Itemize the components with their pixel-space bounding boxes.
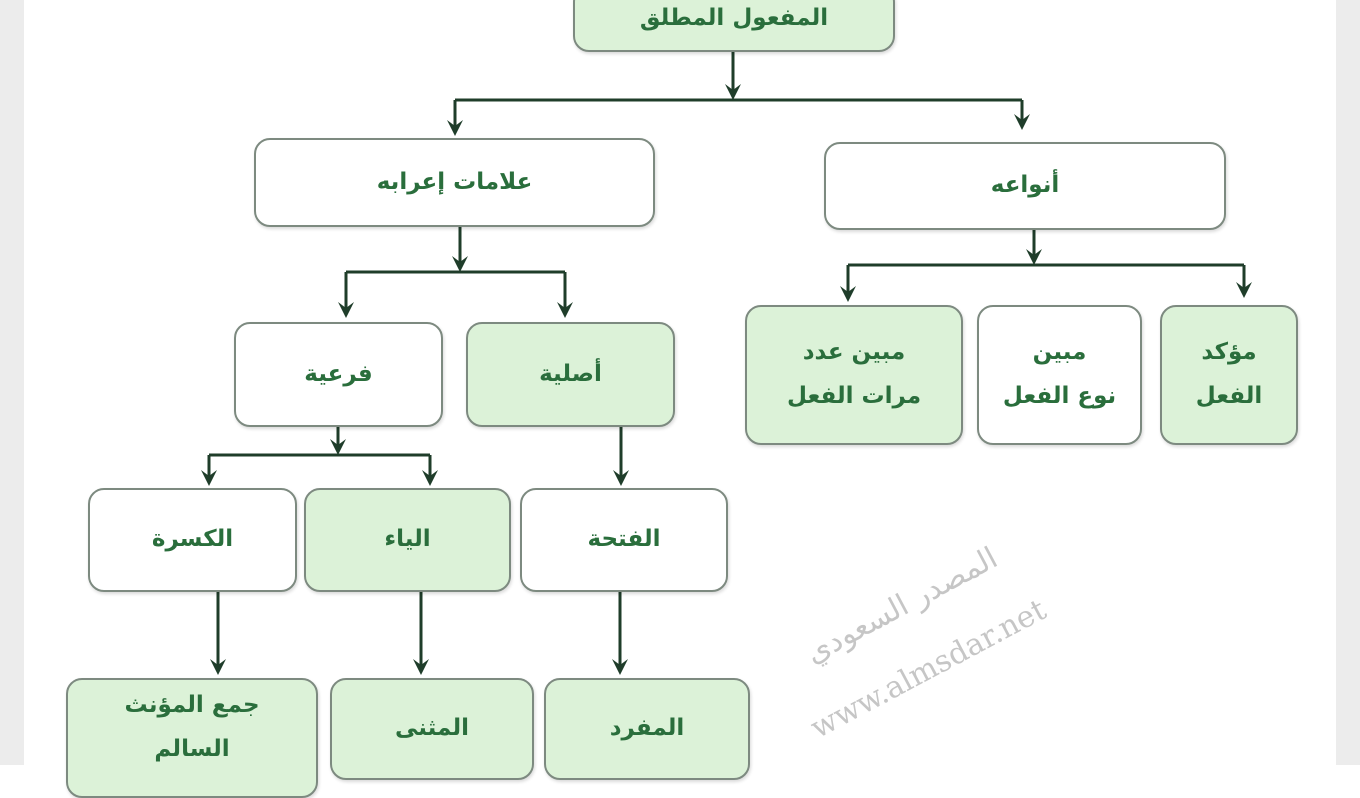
label: الياء [384,526,431,553]
root-node: المفعول المطلق [573,0,895,52]
type-emphatic-node: مؤكد الفعل [1160,305,1298,445]
label: فرعية [304,360,373,387]
jam-node: جمع المؤنث السالم [66,678,318,798]
arrow-head [1236,282,1252,298]
line: الفعل [1195,383,1263,409]
arrow-head [840,286,856,302]
line: مرات الفعل [786,383,922,409]
kasra-node: الكسرة [88,488,297,592]
arrow-head [452,256,468,272]
line: نوع الفعل [1002,383,1117,409]
arrow-head [447,120,463,136]
arrow-head [1026,249,1042,265]
label: المثنى [395,715,469,742]
arrow-head [1014,114,1030,130]
line: جمع المؤنث [124,692,260,718]
line: مبين [1032,339,1087,366]
fatha-node: الفتحة [520,488,728,592]
label: الفتحة [587,526,661,553]
connectors [201,52,1252,675]
arrow-head [725,84,741,100]
arrow-head [201,470,217,486]
yaa-node: الياء [304,488,511,592]
right-edge [1336,0,1360,765]
label: الكسرة [151,526,234,553]
muthanna-node: المثنى [330,678,534,780]
arrow-head [413,659,429,675]
type-kind-node: مبين نوع الفعل [977,305,1142,445]
types-label: أنواعه [990,172,1060,199]
signs-node: علامات إعرابه [254,138,655,227]
root-label: المفعول المطلق [639,5,829,32]
arrow-head [613,470,629,486]
original-node: أصلية [466,322,675,427]
secondary-node: فرعية [234,322,443,427]
left-edge [0,0,24,765]
signs-label: علامات إعرابه [376,168,533,195]
arrow-head [330,439,346,455]
line: السالم [154,735,230,762]
line: مبين عدد [802,339,906,366]
types-node: أنواعه [824,142,1226,230]
label: المفرد [609,715,685,742]
arrow-head [210,659,226,675]
line: مؤكد [1201,339,1257,366]
arrow-head [612,659,628,675]
arrow-head [422,470,438,486]
arrow-head [338,302,354,318]
arrow-head [557,302,573,318]
type-count-node: مبين عدد مرات الفعل [745,305,963,445]
label: أصلية [539,360,602,387]
